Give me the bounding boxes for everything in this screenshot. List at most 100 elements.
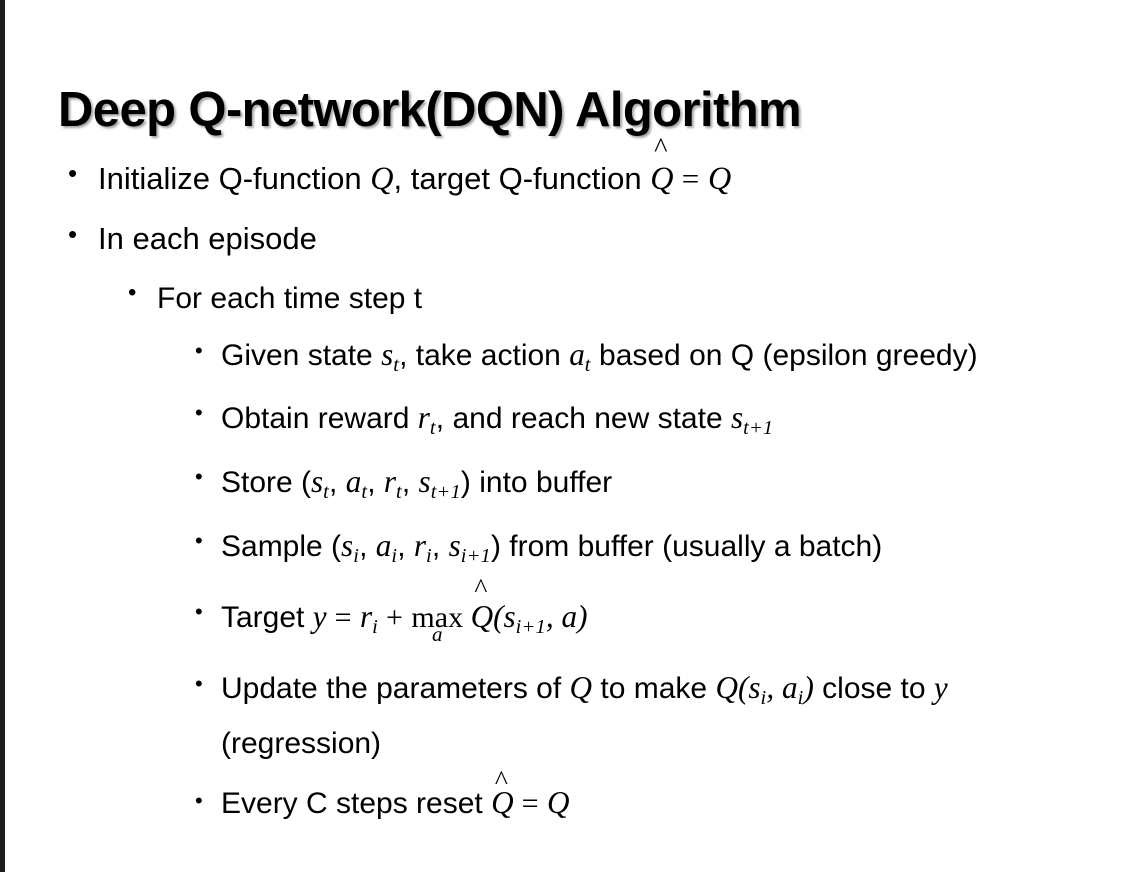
bullet-item-in-each-episode: • In each episode <box>0 209 1124 269</box>
bullet-marker: • <box>68 158 78 188</box>
text-fragment: Every C steps reset <box>221 786 492 820</box>
bullet-item-sample-batch: • Sample (si, ai, ri, si+1) from buffer … <box>0 519 1124 583</box>
math-symbol-s: s <box>448 528 461 564</box>
math-symbol-q: Q <box>491 784 514 820</box>
bullet-text: In each episode <box>98 221 317 256</box>
bullet-list: • Initialize Q-function Q, target Q-func… <box>0 134 1124 831</box>
bullet-item-obtain-reward: • Obtain reward rt, and reach new state … <box>0 391 1124 455</box>
math-subscript: t <box>396 481 402 504</box>
math-symbol-q: Q <box>370 160 394 196</box>
math-symbol-r: r <box>413 528 427 564</box>
text-fragment: Target <box>221 601 313 635</box>
bullet-text: Obtain reward rt, and reach new state st… <box>221 394 1124 452</box>
math-symbol-s: s <box>418 464 431 500</box>
math-symbol-s: s <box>730 400 744 436</box>
text-fragment: Update the parameters of <box>221 671 570 705</box>
text-fragment: , target Q-function <box>393 161 651 196</box>
text-fragment: (regression) <box>221 726 382 760</box>
math-subscript: i <box>426 545 432 568</box>
text-fragment: , take action <box>399 339 570 372</box>
text-fragment: Store ( <box>221 466 312 500</box>
math-paren-open: ( <box>737 669 749 705</box>
text-fragment: Initialize Q-function <box>98 161 371 196</box>
math-symbol-a: a <box>781 669 798 705</box>
bullet-text: Given state st, take action at based on … <box>221 332 1024 388</box>
math-subscript: t <box>584 354 591 377</box>
math-subscript: t+1 <box>743 417 774 440</box>
slide-left-edge-strip <box>0 0 5 872</box>
math-symbol-q: Q <box>470 599 494 635</box>
text-fragment: based on Q (epsilon greedy) <box>590 339 978 372</box>
math-subscript: i+1 <box>515 616 546 639</box>
text-fragment: ) from buffer (usually a batch) <box>490 530 883 564</box>
bullet-item-store-transition: • Store (st, at, rt, st+1) into buffer <box>0 455 1124 519</box>
text-fragment: , <box>431 530 449 564</box>
math-symbol-a: a <box>375 528 392 564</box>
math-subscript: i <box>372 616 378 639</box>
math-subscript: t <box>393 354 400 377</box>
math-subscript: t <box>429 417 436 440</box>
text-fragment: , <box>359 530 376 564</box>
page-title: Deep Q-network(DQN) Algorithm <box>58 82 802 137</box>
math-operator-equals: = <box>673 161 709 196</box>
text-fragment: close to <box>813 671 934 705</box>
bullet-marker: • <box>195 464 203 490</box>
math-operator-plus: + <box>378 601 412 635</box>
math-symbol-s: s <box>381 337 394 372</box>
math-symbol-y: y <box>933 669 948 705</box>
text-fragment: , <box>401 466 419 500</box>
math-symbol-q: Q <box>569 669 593 705</box>
math-operator-equals: = <box>513 786 548 820</box>
math-subscript: t+1 <box>430 481 461 504</box>
math-comma: , <box>545 599 562 635</box>
bullet-text: Initialize Q-function Q, target Q-functi… <box>98 134 1124 209</box>
bullet-marker: • <box>195 528 203 554</box>
bullet-marker: • <box>195 670 203 696</box>
math-symbol-q: Q <box>715 669 738 705</box>
math-subscript: t <box>361 481 368 504</box>
math-subscript: i <box>760 686 767 709</box>
math-symbol-r: r <box>417 400 430 436</box>
bullet-text: For each time step t <box>157 282 423 315</box>
math-symbol-y: y <box>312 599 327 635</box>
max-label: max <box>411 601 464 635</box>
math-comma: , <box>766 669 782 705</box>
bullet-text: Every C steps reset ^Q = Q <box>221 766 1124 828</box>
text-fragment: to make <box>592 671 716 705</box>
math-operator-equals: = <box>326 601 360 635</box>
math-symbol-s: s <box>341 528 354 564</box>
bullet-marker: • <box>68 219 78 249</box>
bullet-item-given-state: • Given state st, take action at based o… <box>0 329 1124 391</box>
math-symbol-s: s <box>748 669 761 705</box>
math-symbol-q: Q <box>708 160 732 196</box>
text-fragment: Sample ( <box>221 530 342 564</box>
text-fragment: , <box>397 530 414 564</box>
math-subscript: i+1 <box>460 545 491 568</box>
math-symbol-a: a <box>345 464 362 500</box>
math-symbol-r: r <box>383 464 396 500</box>
math-symbol-s: s <box>503 599 516 635</box>
bullet-marker: • <box>195 338 203 363</box>
bullet-text: Store (st, at, rt, st+1) into buffer <box>221 458 1124 516</box>
text-fragment: , and reach new state <box>435 402 731 436</box>
bullet-item-reset-target: • Every C steps reset ^Q = Q <box>0 766 1124 831</box>
math-subscript: i <box>797 686 804 709</box>
bullet-text: Update the parameters of Q to make Q(si,… <box>221 665 1074 766</box>
bullet-text: Sample (si, ai, ri, si+1) from buffer (u… <box>221 522 1124 580</box>
bullet-marker: • <box>195 787 203 813</box>
bullet-item-initialize: • Initialize Q-function Q, target Q-func… <box>0 134 1124 209</box>
math-symbol-s: s <box>311 464 324 500</box>
math-symbol-q: Q <box>650 160 674 196</box>
bullet-marker: • <box>195 599 203 625</box>
text-fragment: Given state <box>221 339 382 372</box>
bullet-item-for-each-time-step: • For each time step t <box>0 269 1124 329</box>
math-paren-open: ( <box>493 599 504 635</box>
text-fragment: , <box>367 466 384 500</box>
max-limit-variable: a <box>432 622 443 647</box>
text-fragment: , <box>329 466 346 500</box>
bullet-item-update-parameters: • Update the parameters of Q to make Q(s… <box>0 662 1124 769</box>
math-symbol-a: a <box>569 337 585 372</box>
math-subscript: i <box>391 545 398 568</box>
